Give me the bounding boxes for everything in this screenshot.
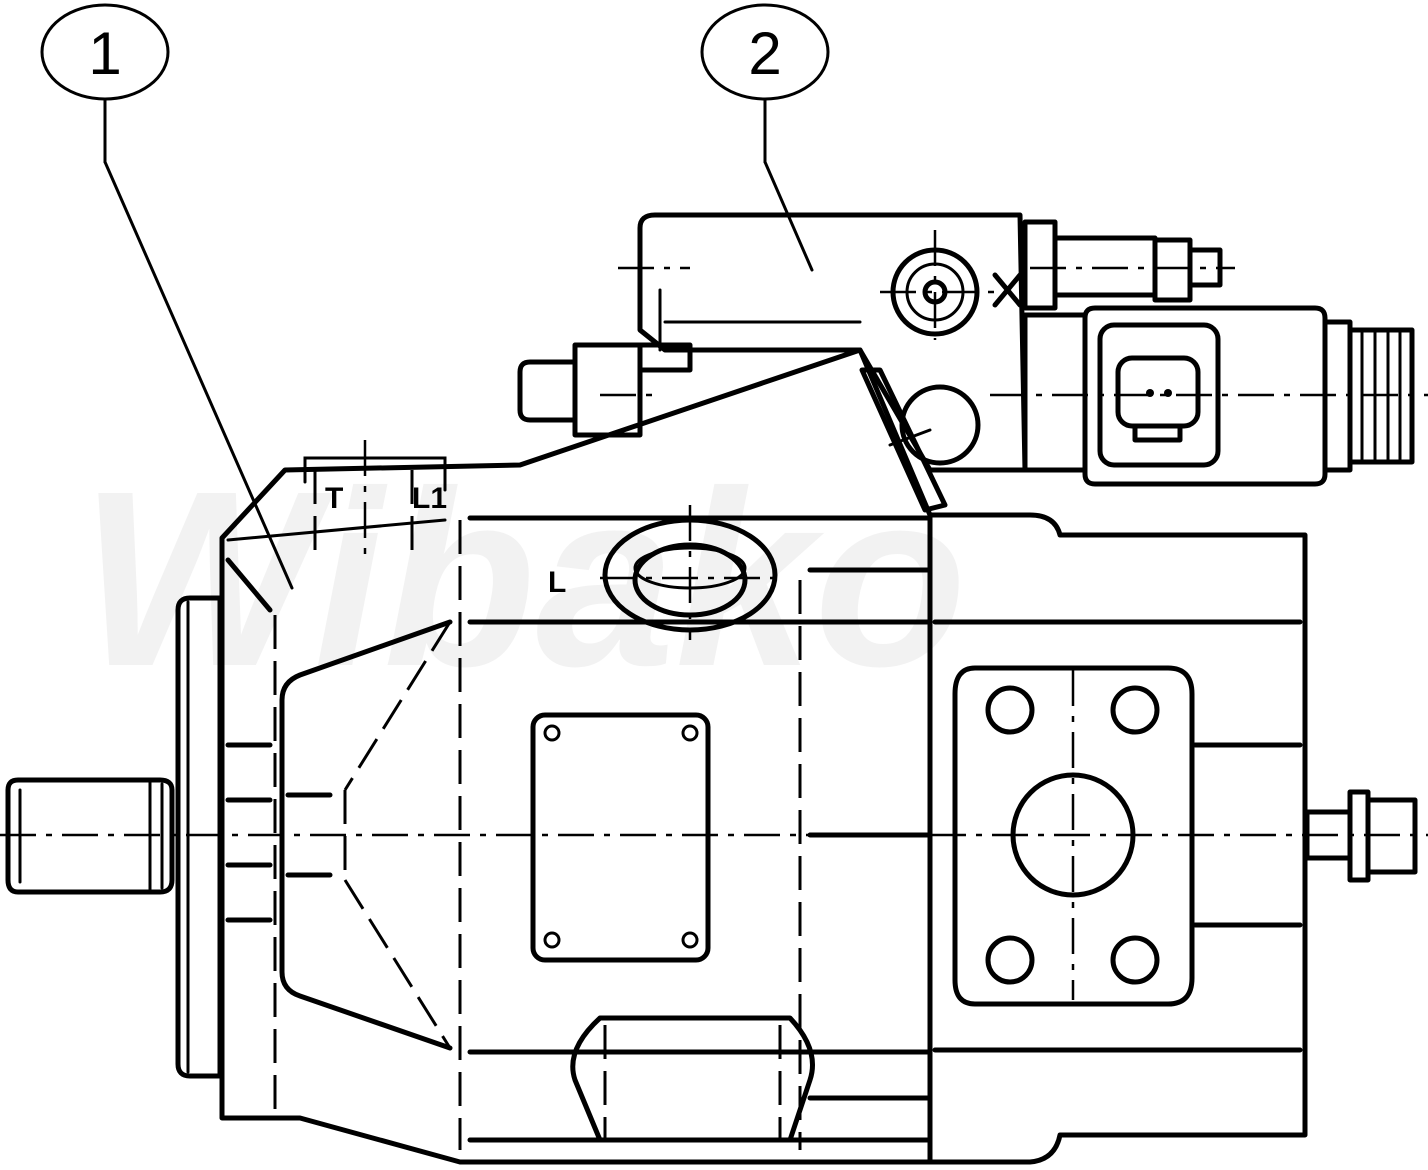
mounting-flange	[175, 595, 223, 1079]
callout-2: 2	[700, 3, 830, 272]
rear-end-cover	[927, 512, 1308, 1165]
port-label-l1: L1	[412, 482, 447, 515]
port-label-t: T	[325, 482, 343, 515]
pump-body	[467, 505, 933, 1150]
watermark: Wibako	[80, 439, 967, 718]
callout-2-label: 2	[748, 20, 781, 87]
callout-1: 1	[40, 3, 294, 590]
port-label-l: L	[548, 566, 566, 599]
port-label-x: X	[996, 276, 1016, 309]
rear-adjust-screw	[1304, 789, 1418, 883]
control-valve	[517, 212, 1428, 513]
callout-1-label: 1	[88, 20, 121, 87]
